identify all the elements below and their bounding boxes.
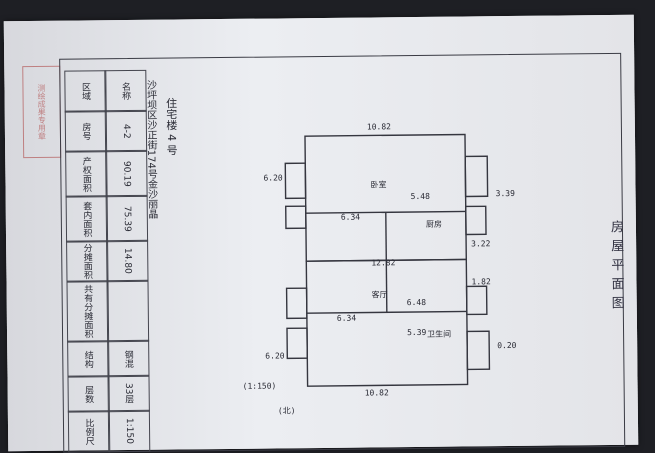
scale-label: (1:150): [243, 381, 277, 390]
dim-label: 6.20: [265, 351, 285, 360]
document-paper: 测绘成果专用章 区域 名称 房号 4-2 产权面积 90.19 套内面积 75.…: [3, 14, 639, 453]
room-label: 客厅: [372, 289, 388, 299]
dim-label: 3.22: [471, 239, 491, 248]
dim-label: 6.20: [263, 173, 283, 182]
plan-upper-room-left2: [285, 205, 307, 230]
plan-lower-room-left2: [286, 327, 309, 360]
dim-label: 0.20: [497, 341, 517, 350]
plan-upper-room-left: [284, 162, 307, 200]
plan-lower-room-left: [285, 287, 308, 320]
dim-label: 3.39: [496, 189, 516, 198]
north-label: (北): [278, 406, 296, 415]
room-label: 卧室: [370, 179, 386, 189]
document-title: 房屋平面图: [607, 219, 624, 315]
dim-label: 6.34: [337, 314, 357, 323]
dim-label: 1.82: [471, 277, 491, 286]
room-label: 厨房: [426, 219, 442, 229]
dim-label: 5.48: [411, 192, 431, 201]
plan-upper-room-right2: [465, 205, 487, 236]
dim-label: 10.82: [365, 388, 389, 397]
dim-label: 10.82: [367, 122, 391, 131]
dim-label: 5.39: [407, 328, 427, 337]
dim-label: 12.82: [371, 258, 395, 267]
dim-label: 6.34: [341, 213, 361, 222]
plan-lower-room-right2: [466, 330, 491, 371]
plan-upper-room-right: [464, 155, 489, 198]
plan-lower-room-right: [465, 285, 488, 316]
floor-plan-drawing: 10.82 6.20 5.48 6.34 12.82 6.48 6.34 5.3…: [243, 122, 517, 415]
room-label: 卫生间: [427, 329, 451, 339]
dim-label: 6.48: [407, 298, 427, 307]
